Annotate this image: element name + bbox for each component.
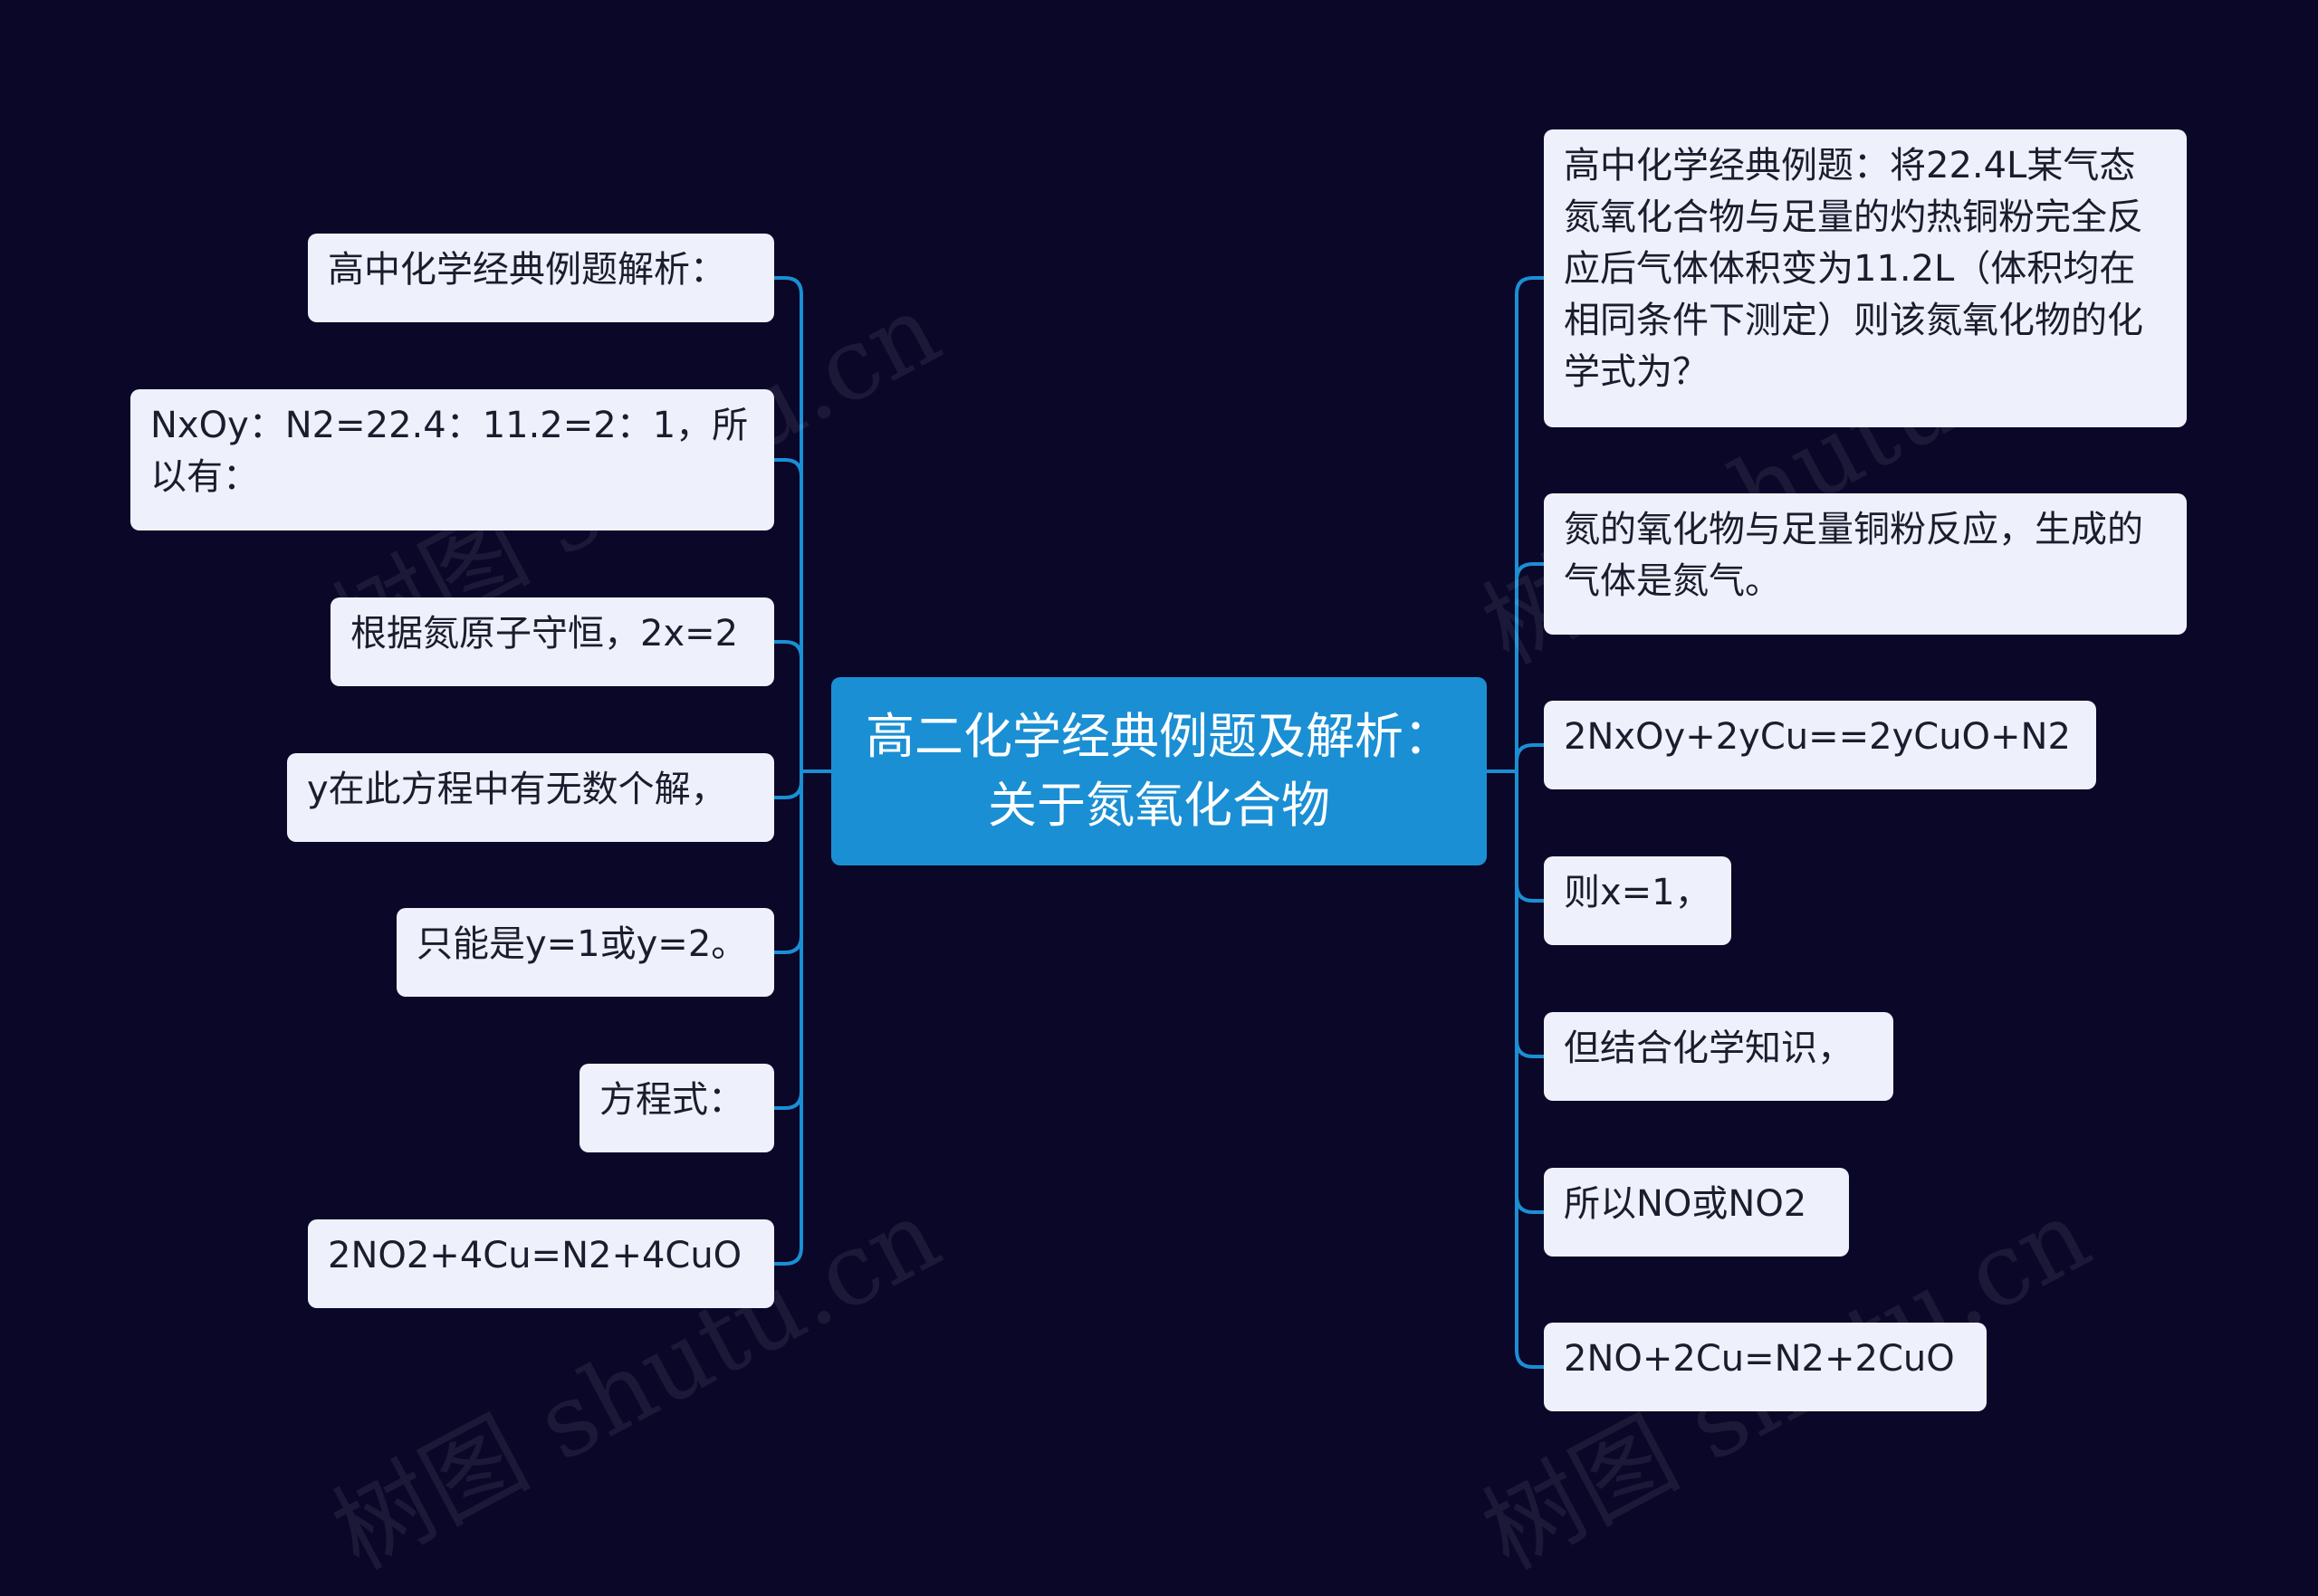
- central-topic[interactable]: 高二化学经典例题及解析：关于氮氧化合物: [831, 677, 1487, 865]
- left-node-7[interactable]: 2NO2+4Cu=N2+4CuO: [308, 1219, 774, 1308]
- right-node-5[interactable]: 但结合化学知识，: [1544, 1012, 1893, 1101]
- right-node-3[interactable]: 2NxOy+2yCu==2yCuO+N2: [1544, 701, 2096, 789]
- right-node-4[interactable]: 则x=1，: [1544, 856, 1731, 945]
- connector-left-branch-3: [774, 640, 803, 659]
- connector-right-branch-3: [1515, 743, 1544, 762]
- connector-right-branch-4: [1515, 884, 1544, 903]
- connector-right-branch-6: [1515, 1195, 1544, 1214]
- left-node-4[interactable]: y在此方程中有无数个解，: [287, 753, 774, 842]
- right-node-1[interactable]: 高中化学经典例题：将22.4L某气态氮氧化合物与足量的灼热铜粉完全反应后气体体积…: [1544, 129, 2187, 427]
- connector-lines: [774, 276, 1544, 1369]
- connector-right-branch-2: [1515, 562, 1544, 581]
- mind-map: 树图 shutu.cn 树图 shutu.cn 树图 shutu.cn 树图 s…: [130, 129, 2187, 1591]
- connector-right-branch-1: [1515, 276, 1544, 295]
- right-node-6[interactable]: 所以NO或NO2: [1544, 1168, 1849, 1257]
- connector-left-branch-5: [774, 935, 803, 954]
- left-node-6[interactable]: 方程式：: [580, 1064, 774, 1152]
- left-node-5[interactable]: 只能是y=1或y=2。: [397, 908, 774, 997]
- connector-left-branch-6: [774, 1091, 803, 1110]
- connector-right-branch-5: [1515, 1039, 1544, 1058]
- right-node-7[interactable]: 2NO+2Cu=N2+2CuO: [1544, 1323, 1987, 1411]
- connector-right-branch-7: [1515, 1350, 1544, 1369]
- connector-left-branch-1: [774, 276, 803, 295]
- left-node-1[interactable]: 高中化学经典例题解析：: [308, 234, 774, 322]
- left-node-3[interactable]: 根据氮原子守恒，2x=2: [330, 597, 774, 686]
- right-node-2[interactable]: 氮的氧化物与足量铜粉反应，生成的气体是氮气。: [1544, 493, 2187, 635]
- connector-left-branch-7: [774, 1247, 803, 1266]
- connector-left-branch-2: [774, 458, 803, 477]
- connector-left-branch-4: [774, 780, 803, 799]
- left-node-2[interactable]: NxOy：N2=22.4：11.2=2：1，所以有：: [130, 389, 774, 530]
